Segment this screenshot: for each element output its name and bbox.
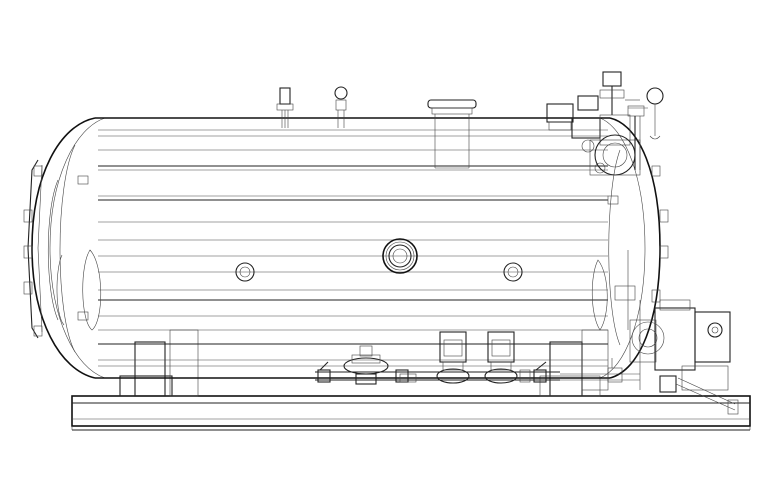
right-hinge-brackets: [607, 165, 669, 303]
left-hinge-brackets: [23, 165, 89, 337]
control-valve-assembly: [546, 71, 664, 176]
top-manway: [427, 99, 477, 169]
top-nozzle-1: [276, 87, 294, 128]
handhole-left: [235, 262, 255, 282]
handhole-right: [503, 262, 523, 282]
gas-pressure-regulator: [343, 345, 389, 385]
base-skid: [71, 395, 751, 431]
ball-valves: [317, 358, 623, 383]
top-nozzle-2: [334, 86, 348, 128]
solenoid-valve-2: [484, 331, 518, 384]
burner-unit: [614, 250, 739, 415]
boiler-shell: [27, 117, 661, 379]
solenoid-valve-1: [436, 331, 470, 384]
center-manhole: [382, 238, 418, 274]
